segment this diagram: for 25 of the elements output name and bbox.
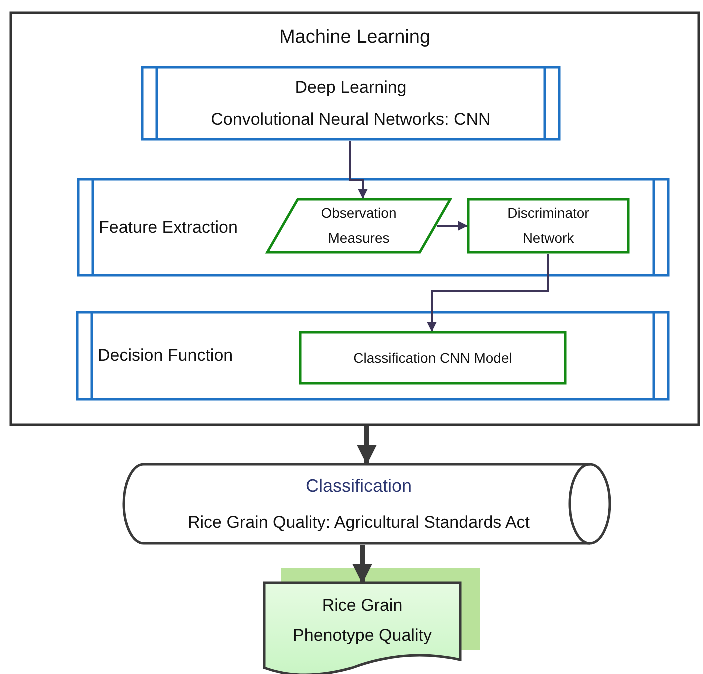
storage-cylinder: [122, 463, 612, 545]
node-label: Discriminator Network: [506, 204, 590, 248]
node-label: Classification: [306, 474, 412, 498]
process-box: [141, 66, 561, 141]
node-label: Observation Measures: [320, 204, 398, 248]
process-box: [467, 198, 630, 254]
data-parallelogram: [266, 198, 452, 254]
node-label: Classification CNN Model: [354, 348, 512, 368]
arrow: [357, 426, 377, 465]
process-band: [77, 178, 670, 277]
arrow: [437, 221, 468, 231]
node-label: Feature Extraction: [99, 216, 238, 239]
document-shape: [263, 568, 480, 674]
node-label: Deep Learning: [295, 77, 407, 99]
arrow: [352, 545, 372, 584]
node-label: Machine Learning: [279, 26, 431, 50]
node-label: Rice Grain Phenotype Quality: [292, 595, 433, 647]
node-label: Decision Function: [98, 345, 234, 368]
node-label: Rice Grain Quality: Agricultural Standards Act: [188, 512, 530, 534]
arrow: [427, 254, 549, 332]
arrow: [349, 141, 368, 199]
group-frame: [10, 12, 700, 426]
node-label: Convolutional Neural Networks: CNN: [211, 108, 491, 130]
process-band: [76, 311, 670, 401]
process-box: [299, 331, 567, 385]
